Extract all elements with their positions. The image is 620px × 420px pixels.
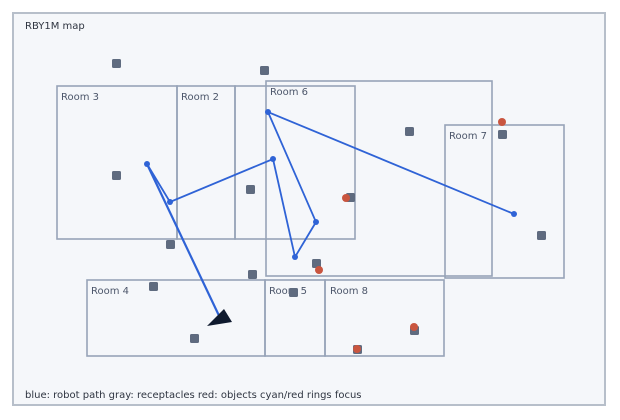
receptacle-marker[interactable] [112,59,121,68]
object-marker[interactable] [353,345,361,353]
receptacle-marker[interactable] [312,259,321,268]
robot-arrow-icon[interactable] [207,309,232,326]
room-label-2: Room 2 [181,92,219,103]
object-marker[interactable] [410,323,418,331]
objects-layer [315,118,506,353]
room-7[interactable] [444,124,565,279]
rooms-layer [56,80,565,357]
receptacle-marker[interactable] [149,282,158,291]
receptacle-marker[interactable] [246,185,255,194]
map-title: RBY1M map [25,21,85,32]
path-waypoint [313,219,319,225]
receptacle-marker[interactable] [405,127,414,136]
room-6[interactable] [265,80,493,277]
room-2-extension [234,85,356,240]
room-label-6: Room 6 [270,87,308,98]
legend-text: blue: robot path gray: receptacles red: … [25,390,362,401]
object-marker[interactable] [342,194,350,202]
room-label-3: Room 3 [61,92,99,103]
room-label-5: Room 5 [269,286,307,297]
receptacle-marker[interactable] [498,130,507,139]
receptacle-marker[interactable] [112,171,121,180]
path-waypoint [265,109,271,115]
receptacle-marker[interactable] [190,334,199,343]
path-waypoint [511,211,517,217]
path-waypoint [292,254,298,260]
room-label-4: Room 4 [91,286,129,297]
path-waypoint [144,161,150,167]
receptacle-marker[interactable] [260,66,269,75]
room-3[interactable] [56,85,178,240]
receptacle-marker[interactable] [537,231,546,240]
receptacle-marker[interactable] [248,270,257,279]
object-marker[interactable] [315,266,323,274]
room-label-7: Room 7 [449,131,487,142]
receptacles-layer [112,59,546,354]
map-panel [12,12,606,406]
path-waypoint [270,156,276,162]
room-labels: Room 3 Room 2 Room 6 Room 7 Room 4 Room … [61,87,487,297]
receptacle-marker[interactable] [166,240,175,249]
robot-path [144,109,517,323]
room-2[interactable] [176,85,236,240]
robot-path-to-robot [146,163,223,323]
receptacle-marker[interactable] [289,288,298,297]
object-marker[interactable] [498,118,506,126]
room-8[interactable] [324,279,445,357]
path-waypoint [167,199,173,205]
room-label-8: Room 8 [330,286,368,297]
